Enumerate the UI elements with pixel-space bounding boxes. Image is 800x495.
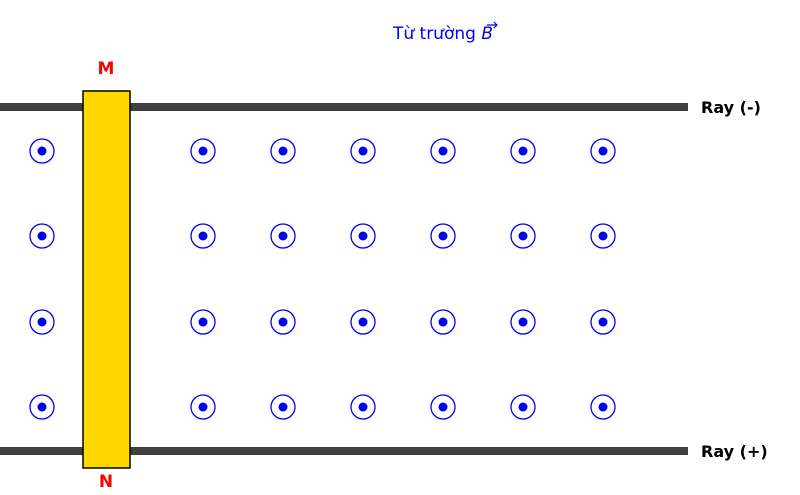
field-out-of-page-icon <box>29 138 55 164</box>
field-out-of-page-icon <box>190 223 216 249</box>
field-dot <box>198 231 208 241</box>
field-ring <box>29 223 55 249</box>
field-dot <box>278 231 288 241</box>
field-dot <box>358 146 368 156</box>
field-out-of-page-icon <box>350 138 376 164</box>
rod-label-m: M <box>98 59 115 79</box>
field-ring <box>510 138 536 164</box>
field-dot <box>518 146 528 156</box>
top-rail-label: Ray (-) <box>701 98 761 117</box>
field-ring <box>590 138 616 164</box>
field-ring <box>190 138 216 164</box>
magnetic-field-grid <box>29 138 616 420</box>
field-out-of-page-icon <box>590 309 616 335</box>
field-dot <box>518 402 528 412</box>
field-ring <box>430 394 456 420</box>
field-out-of-page-icon <box>590 223 616 249</box>
field-out-of-page-icon <box>590 394 616 420</box>
field-out-of-page-icon <box>350 223 376 249</box>
field-ring <box>430 138 456 164</box>
field-ring <box>510 223 536 249</box>
field-out-of-page-icon <box>350 309 376 335</box>
field-dot <box>438 146 448 156</box>
field-dot <box>198 402 208 412</box>
field-ring <box>270 394 296 420</box>
field-out-of-page-icon <box>270 223 296 249</box>
field-out-of-page-icon <box>270 138 296 164</box>
field-ring <box>270 309 296 335</box>
field-out-of-page-icon <box>510 394 536 420</box>
field-ring <box>350 138 376 164</box>
field-dot <box>278 402 288 412</box>
field-out-of-page-icon <box>350 394 376 420</box>
field-out-of-page-icon <box>270 394 296 420</box>
field-dot <box>438 317 448 327</box>
rod-label-n: N <box>99 472 113 492</box>
field-dot <box>37 402 47 412</box>
field-ring <box>190 223 216 249</box>
field-ring <box>590 309 616 335</box>
field-out-of-page-icon <box>190 394 216 420</box>
field-out-of-page-icon <box>430 309 456 335</box>
field-dot <box>438 231 448 241</box>
field-out-of-page-icon <box>270 309 296 335</box>
field-out-of-page-icon <box>510 138 536 164</box>
field-dot <box>598 146 608 156</box>
vector-arrow-icon <box>487 21 498 29</box>
bottom-rail-label: Ray (+) <box>701 442 768 461</box>
conducting-rod-mn[interactable] <box>82 90 131 469</box>
field-ring <box>510 309 536 335</box>
field-dot <box>278 317 288 327</box>
field-dot <box>598 231 608 241</box>
field-out-of-page-icon <box>430 394 456 420</box>
field-ring <box>29 394 55 420</box>
field-ring <box>430 309 456 335</box>
field-dot <box>518 317 528 327</box>
field-dot <box>37 317 47 327</box>
field-out-of-page-icon <box>430 223 456 249</box>
field-ring <box>590 394 616 420</box>
field-ring <box>510 394 536 420</box>
field-out-of-page-icon <box>590 138 616 164</box>
field-out-of-page-icon <box>29 223 55 249</box>
field-ring <box>350 223 376 249</box>
field-out-of-page-icon <box>510 223 536 249</box>
field-ring <box>350 394 376 420</box>
field-dot <box>358 317 368 327</box>
field-ring <box>270 138 296 164</box>
field-dot <box>37 146 47 156</box>
field-dot <box>518 231 528 241</box>
field-dot <box>438 402 448 412</box>
field-dot <box>198 146 208 156</box>
top-rail <box>0 103 688 111</box>
field-dot <box>598 317 608 327</box>
field-out-of-page-icon <box>29 394 55 420</box>
field-out-of-page-icon <box>430 138 456 164</box>
field-dot <box>198 317 208 327</box>
field-dot <box>598 402 608 412</box>
bottom-rail <box>0 447 688 455</box>
field-ring <box>29 138 55 164</box>
field-ring <box>430 223 456 249</box>
field-out-of-page-icon <box>29 309 55 335</box>
field-out-of-page-icon <box>510 309 536 335</box>
field-ring <box>590 223 616 249</box>
field-ring <box>350 309 376 335</box>
field-dot <box>37 231 47 241</box>
field-out-of-page-icon <box>190 138 216 164</box>
field-ring <box>190 309 216 335</box>
field-out-of-page-icon <box>190 309 216 335</box>
field-dot <box>358 231 368 241</box>
field-dot <box>278 146 288 156</box>
field-title: Từ trường B <box>392 24 493 44</box>
field-ring <box>270 223 296 249</box>
field-ring <box>190 394 216 420</box>
field-dot <box>358 402 368 412</box>
field-ring <box>29 309 55 335</box>
